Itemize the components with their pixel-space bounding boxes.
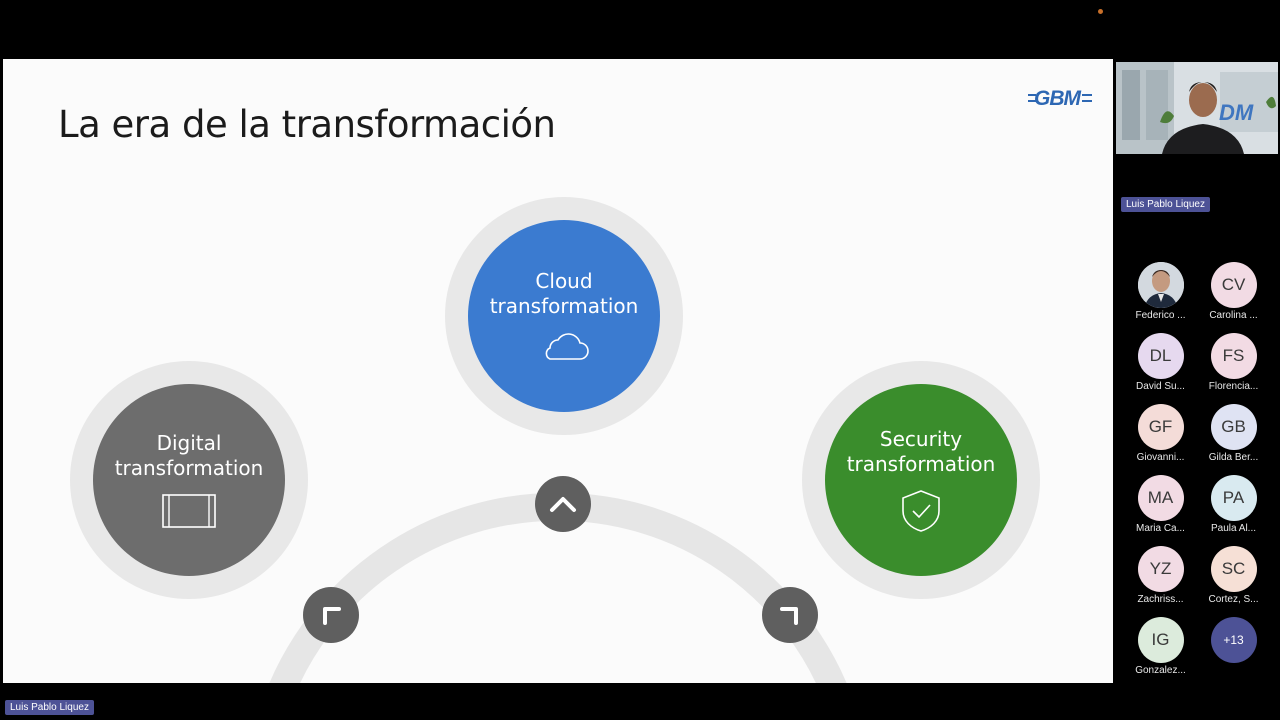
notification-dot xyxy=(1098,9,1103,14)
participant-photo xyxy=(1137,262,1184,308)
digital-label: Digital transformation xyxy=(114,431,264,480)
participant[interactable]: PA Paula Al... xyxy=(1197,475,1270,534)
svg-text:DM: DM xyxy=(1219,100,1254,125)
slide-title: La era de la transformación xyxy=(58,103,556,146)
participant-name: Gilda Ber... xyxy=(1208,452,1259,463)
up-chevron-node xyxy=(535,476,591,532)
participant[interactable]: FS Florencia... xyxy=(1197,333,1270,392)
participant[interactable]: SC Cortez, S... xyxy=(1197,546,1270,605)
security-label: Security transformation xyxy=(846,427,996,476)
participant-avatar: IG xyxy=(1137,617,1184,663)
cloud-icon xyxy=(545,333,589,360)
participant-name: Paula Al... xyxy=(1210,523,1257,534)
up-left-arrow-node xyxy=(303,587,359,643)
participant-name: David Su... xyxy=(1136,381,1185,392)
security-transformation-circle: Security transformation xyxy=(825,384,1017,576)
corner-up-left-icon xyxy=(323,607,341,625)
cloud-ring: Cloud transformation xyxy=(445,197,683,435)
participant[interactable]: IG Gonzalez... xyxy=(1124,617,1197,676)
participant-avatar: FS xyxy=(1210,333,1257,379)
cloud-transformation-circle: Cloud transformation xyxy=(468,220,660,412)
presenter-video-tile[interactable]: DM xyxy=(1116,62,1278,154)
participant-avatar: YZ xyxy=(1137,546,1184,592)
participant-avatar: MA xyxy=(1137,475,1184,521)
participant[interactable]: DL David Su... xyxy=(1124,333,1197,392)
participant-avatar: GF xyxy=(1137,404,1184,450)
up-right-arrow-node xyxy=(762,587,818,643)
corner-up-right-icon xyxy=(780,607,798,625)
participant[interactable]: MA Maria Ca... xyxy=(1124,475,1197,534)
participant-name: Cortez, S... xyxy=(1208,594,1259,605)
participant-avatar xyxy=(1137,262,1184,308)
digital-ring: Digital transformation xyxy=(70,361,308,599)
shared-slide: La era de la transformación GBM Cloud tr… xyxy=(3,59,1113,683)
participant-name: Carolina ... xyxy=(1209,310,1258,321)
participant-avatar: GB xyxy=(1210,404,1257,450)
screen-icon xyxy=(162,494,216,528)
more-participants-badge: +13 xyxy=(1210,617,1257,663)
participant-name: Zachriss... xyxy=(1137,594,1184,605)
presenter-name-tag: Luis Pablo Liquez xyxy=(1121,197,1210,212)
participant-avatar: PA xyxy=(1210,475,1257,521)
participant[interactable]: GB Gilda Ber... xyxy=(1197,404,1270,463)
participant-name: Florencia... xyxy=(1208,381,1259,392)
participant-name: Giovanni... xyxy=(1136,452,1185,463)
participant-name: Maria Ca... xyxy=(1136,523,1185,534)
participant-avatar: SC xyxy=(1210,546,1257,592)
digital-transformation-circle: Digital transformation xyxy=(93,384,285,576)
participant[interactable]: GF Giovanni... xyxy=(1124,404,1197,463)
participant-name: Federico ... xyxy=(1135,310,1186,321)
cloud-label: Cloud transformation xyxy=(489,269,639,318)
participants-grid: Federico ... CV Carolina ... DL David Su... F… xyxy=(1124,262,1270,676)
participant-name: Gonzalez... xyxy=(1135,665,1186,676)
security-ring: Security transformation xyxy=(802,361,1040,599)
more-participants-button[interactable]: +13 xyxy=(1197,617,1270,676)
shield-check-icon xyxy=(902,490,940,532)
participant[interactable]: Federico ... xyxy=(1124,262,1197,321)
participant[interactable]: YZ Zachriss... xyxy=(1124,546,1197,605)
participant-avatar: CV xyxy=(1210,262,1257,308)
chevron-up-icon xyxy=(550,497,576,512)
presenter-video: DM xyxy=(1116,62,1278,154)
presenter-name-tag-bottom: Luis Pablo Liquez xyxy=(5,700,94,715)
participant-avatar: DL xyxy=(1137,333,1184,379)
participant[interactable]: CV Carolina ... xyxy=(1197,262,1270,321)
